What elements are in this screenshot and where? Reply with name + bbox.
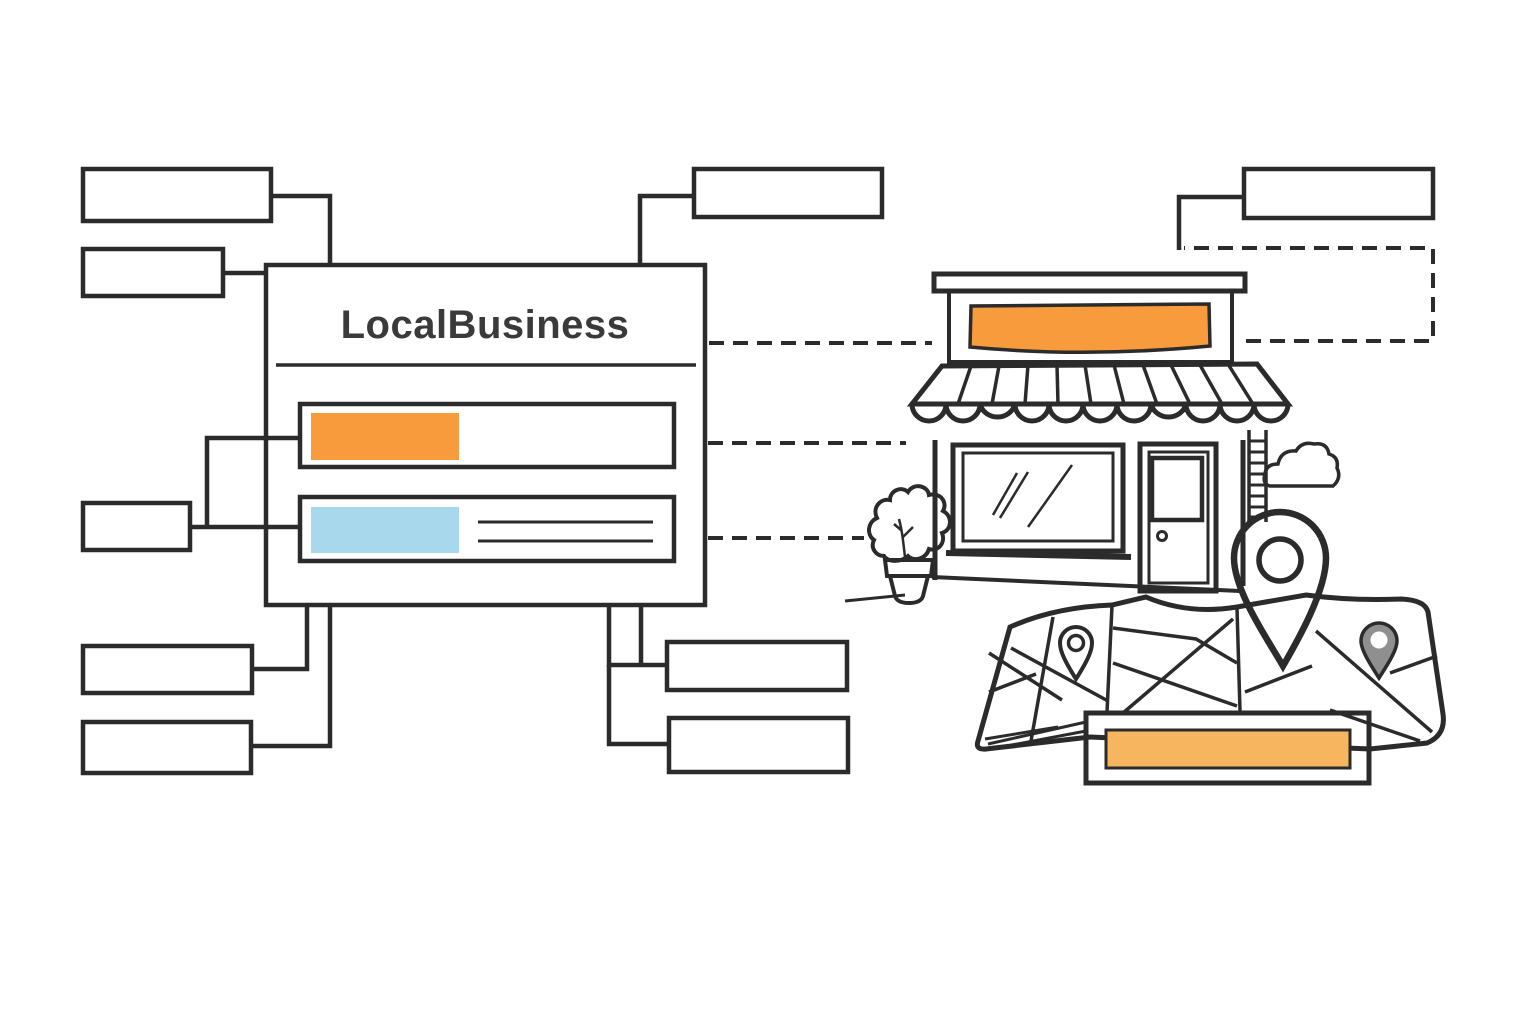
connector-bottom-center-1 — [606, 603, 667, 668]
map-folds — [1105, 605, 1242, 713]
dashed-line-sign-to-top-right-box — [1184, 246, 1435, 343]
property-row-1-chip — [311, 413, 459, 460]
storefront-sign-band — [947, 289, 1234, 364]
pin-large-outline — [1230, 508, 1330, 673]
address-bar-fill — [1104, 728, 1352, 770]
storefront-roof-cap — [931, 271, 1248, 294]
class-title: LocalBusiness — [341, 303, 630, 347]
pot-body — [887, 574, 931, 606]
window-sill — [945, 550, 1132, 560]
box-left-middle — [80, 500, 193, 553]
pin-small-gray — [1359, 621, 1399, 682]
awning-scallops — [909, 403, 1291, 424]
storefront-sign — [968, 302, 1212, 354]
property-row-2 — [297, 494, 677, 564]
map-pins — [1057, 508, 1399, 683]
box-bottom-center-2 — [666, 715, 851, 775]
door-window — [1149, 455, 1205, 523]
box-top-left-1 — [80, 166, 274, 224]
cloud-icon — [1262, 441, 1341, 488]
address-bar-frame — [1083, 710, 1372, 786]
storefront-awning — [906, 361, 1294, 424]
property-row-1 — [297, 401, 677, 470]
dashed-connectors — [684, 246, 1435, 540]
map-address-bar — [1083, 710, 1372, 786]
box-top-right — [1241, 166, 1436, 221]
bush-stems — [893, 518, 914, 558]
pot-rim — [882, 558, 936, 578]
solid-connectors — [223, 193, 1244, 749]
connector-top-right — [1176, 194, 1244, 250]
property-row-2-chip — [311, 507, 459, 553]
box-bottom-left-2 — [80, 719, 254, 776]
window-shine — [991, 464, 1074, 528]
awning-stripes — [956, 363, 1255, 405]
connector-bottom-center-2 — [606, 665, 669, 747]
map-accordion-edge — [984, 720, 1087, 751]
shop-window — [945, 442, 1132, 560]
box-bottom-left-1 — [80, 643, 255, 696]
ladder-downspout — [1247, 430, 1268, 522]
connector-top-center — [637, 193, 694, 265]
shop-door — [1137, 441, 1219, 594]
connector-bottom-left-1 — [252, 603, 310, 672]
door-knob — [1156, 530, 1168, 542]
box-top-left-2 — [80, 246, 226, 299]
box-top-center — [691, 166, 885, 220]
box-bottom-center-1 — [664, 639, 850, 693]
connector-left-middle-branch — [190, 435, 302, 530]
bush-foliage — [867, 484, 952, 563]
storefront — [844, 271, 1341, 606]
potted-bush — [844, 484, 952, 606]
connector-bottom-left-2 — [251, 603, 333, 749]
connector-top-left-1 — [271, 193, 333, 265]
class-box-localbusiness: LocalBusiness — [190, 262, 708, 608]
empty-boxes — [80, 166, 1436, 776]
pin-small-outline — [1057, 625, 1095, 683]
